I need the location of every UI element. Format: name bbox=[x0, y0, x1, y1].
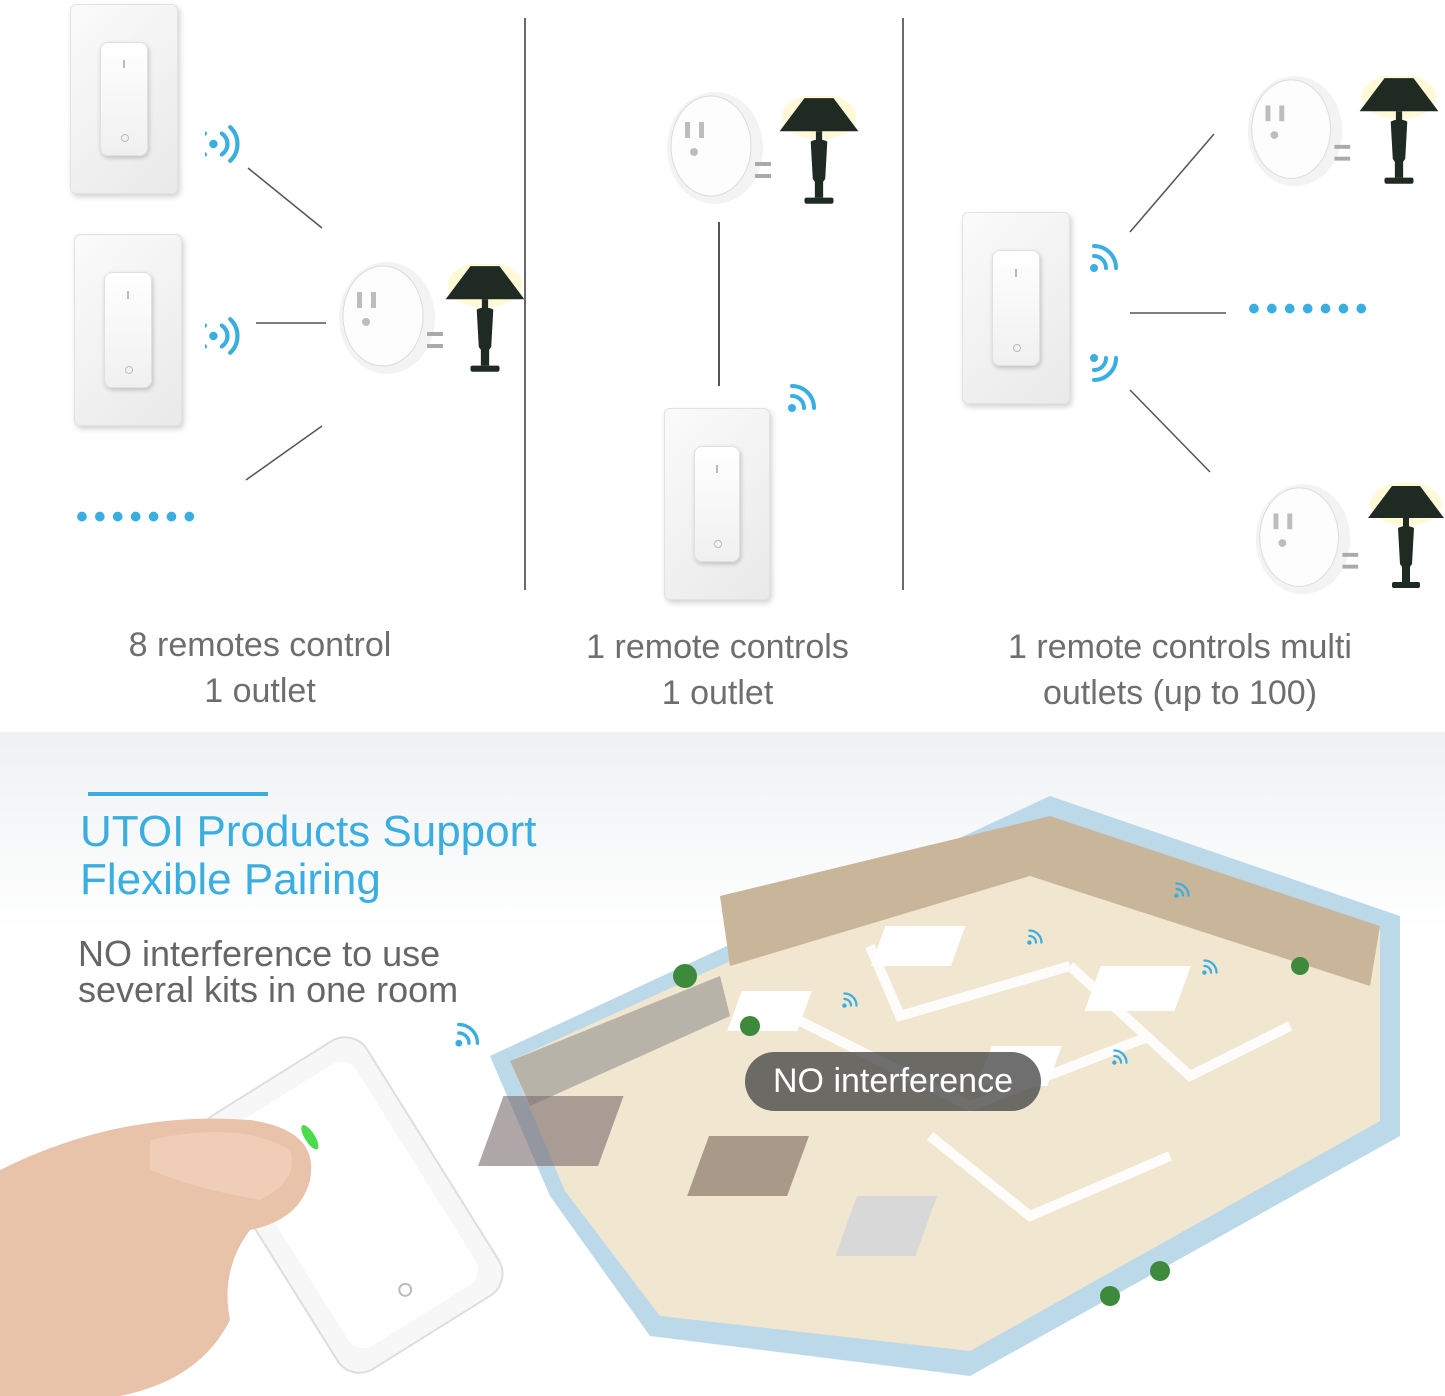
lamp-icon bbox=[1356, 76, 1442, 190]
wall-switch-remote[interactable] bbox=[664, 408, 770, 600]
panel-two-caption: 1 remote controls 1 outlet bbox=[586, 628, 849, 712]
panel-divider bbox=[902, 18, 904, 590]
wifi-signal-icon bbox=[1200, 955, 1222, 977]
lamp-icon bbox=[442, 264, 528, 378]
smart-plug-outlet[interactable] bbox=[334, 258, 446, 388]
wall-switch-remote[interactable] bbox=[74, 234, 182, 426]
wall-switch-remote[interactable] bbox=[70, 4, 178, 194]
panel-three-caption: 1 remote controls multi outlets (up to 1… bbox=[1008, 628, 1352, 712]
connector-line bbox=[718, 222, 720, 386]
wifi-signal-icon bbox=[784, 376, 824, 416]
subheadline: NO interference to use several kits in o… bbox=[78, 933, 459, 1010]
no-interference-badge: NO interference bbox=[745, 1052, 1041, 1111]
smart-plug-outlet[interactable] bbox=[1240, 72, 1356, 200]
wifi-signal-icon bbox=[1110, 1045, 1132, 1067]
panel-divider bbox=[524, 18, 526, 590]
heading-accent-bar bbox=[88, 792, 268, 796]
more-remotes-dots: ••••••• bbox=[76, 498, 202, 536]
hand-holding-remote bbox=[0, 1036, 504, 1396]
smart-plug-outlet[interactable] bbox=[660, 88, 776, 218]
connector-lines bbox=[245, 167, 326, 481]
wall-switch-remote[interactable] bbox=[962, 212, 1070, 404]
smart-plug-outlet[interactable] bbox=[1248, 480, 1364, 608]
lamp-icon bbox=[776, 96, 862, 210]
more-outlets-dots: ••••••• bbox=[1248, 290, 1374, 328]
wifi-signal-icon bbox=[1172, 878, 1194, 900]
wifi-signal-icon bbox=[840, 988, 862, 1010]
headline: UTOI Products Support Flexible Pairing bbox=[80, 807, 537, 904]
lamp-icon bbox=[1366, 482, 1445, 596]
connector-lines bbox=[1129, 133, 1226, 473]
wifi-signal-icon bbox=[1025, 925, 1047, 947]
panel-one-caption: 8 remotes control 1 outlet bbox=[128, 626, 392, 710]
